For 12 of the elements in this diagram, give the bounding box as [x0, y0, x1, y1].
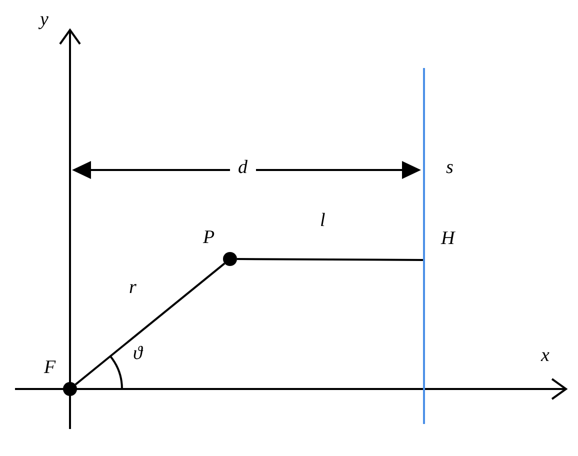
directrix-line	[423, 68, 425, 424]
point-label: H	[441, 229, 455, 248]
point-label: s	[446, 158, 454, 177]
axis-label: y	[40, 10, 48, 29]
line-segment	[74, 262, 226, 386]
point-label: F	[44, 358, 56, 377]
angle-label: ϑ	[133, 344, 142, 363]
axis-label: x	[541, 346, 550, 365]
line-segment	[237, 258, 423, 261]
point-label: P	[203, 228, 215, 247]
edge-label: r	[129, 278, 136, 297]
edge-label: l	[320, 211, 326, 230]
